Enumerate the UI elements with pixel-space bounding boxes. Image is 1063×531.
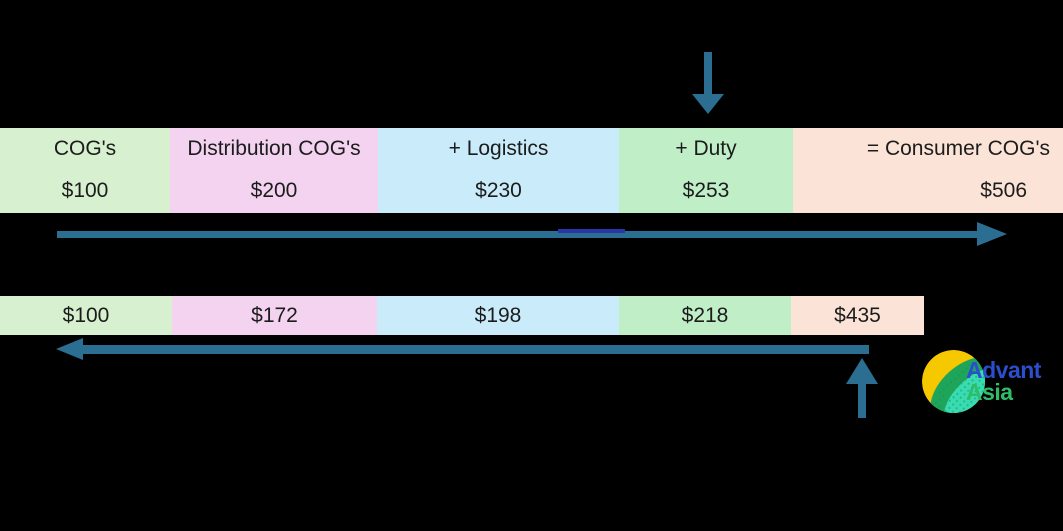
segment-label: + Logistics — [448, 137, 549, 160]
segment-value: $506 — [980, 179, 1027, 202]
globe-icon — [922, 350, 985, 413]
right-arrow-icon — [57, 222, 1007, 246]
segment-logistics-value: $198 — [377, 296, 619, 335]
up-arrow-icon — [846, 358, 878, 418]
segment-label: = Consumer COG's — [866, 137, 1050, 160]
cost-buildup-row-bottom: $100 $172 $198 $218 $435 — [0, 296, 924, 335]
segment-value: $100 — [61, 179, 109, 202]
down-arrow-icon — [692, 52, 724, 114]
segment-value: $172 — [251, 303, 298, 327]
left-arrow-icon — [56, 338, 869, 360]
segment-distribution-cogs: Distribution COG's $200 — [170, 128, 378, 213]
segment-cogs: COG's $100 — [0, 128, 170, 213]
logo-word-asia: Asia — [966, 379, 1013, 405]
segment-duty: + Duty $253 — [619, 128, 793, 213]
logo-wordmark: Advant Asia — [966, 357, 1041, 405]
segment-duty-value: $218 — [619, 296, 791, 335]
cost-buildup-row-top: COG's $100 Distribution COG's $200 + Log… — [0, 128, 1063, 213]
segment-label: COG's — [53, 137, 117, 160]
segment-value: $230 — [475, 179, 522, 202]
logo-word-advant: Advant — [966, 357, 1041, 383]
segment-logistics: + Logistics $230 — [378, 128, 619, 213]
segment-value: $198 — [474, 303, 522, 327]
segment-label: Distribution COG's — [187, 137, 361, 160]
segment-value: $200 — [250, 179, 298, 202]
segment-value: $435 — [834, 303, 881, 327]
segment-value: $253 — [682, 179, 730, 202]
arrow-overlap-line — [558, 229, 625, 233]
segment-cogs-value: $100 — [0, 296, 172, 335]
segment-value: $218 — [681, 303, 729, 327]
segment-value: $100 — [62, 303, 110, 327]
advantasia-logo: Advant Asia — [922, 350, 1063, 422]
segment-distribution-value: $172 — [172, 296, 377, 335]
segment-label: + Duty — [675, 137, 737, 160]
segment-consumer-value: $435 — [791, 296, 924, 335]
segment-consumer-cogs: = Consumer COG's $506 — [793, 128, 1063, 213]
